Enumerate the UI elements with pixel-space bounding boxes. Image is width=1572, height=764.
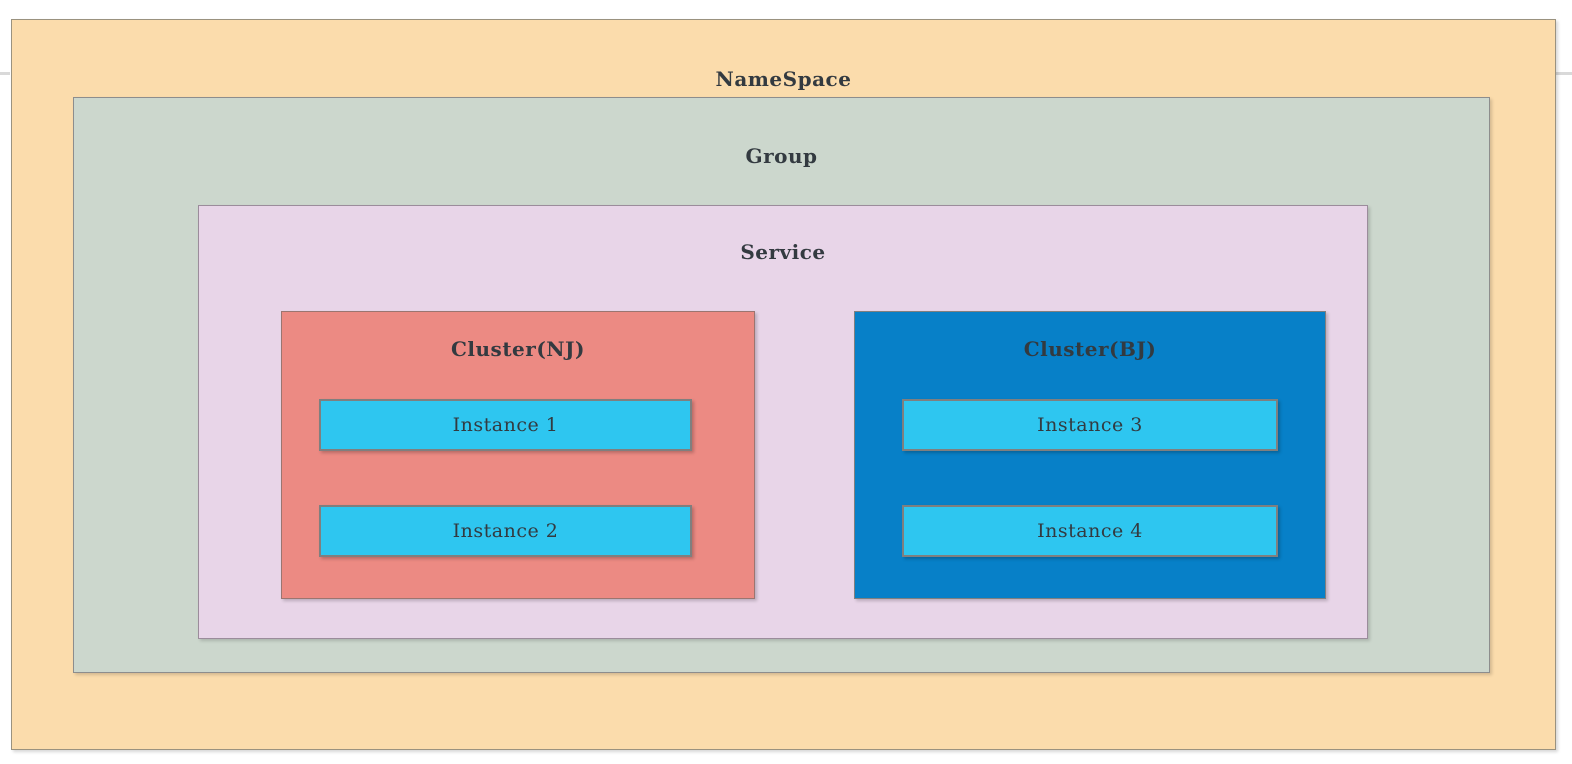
cluster-nj-container[interactable]: Cluster(NJ) Instance 1 Instance 2 (281, 311, 755, 599)
namespace-container[interactable]: NameSpace Group Service Cluster(NJ) Inst… (11, 19, 1556, 750)
instance-1-label: Instance 1 (452, 414, 559, 436)
instance-box-2[interactable]: Instance 2 (319, 505, 692, 557)
cluster-nj-label: Cluster(NJ) (451, 337, 585, 361)
left-edge-tick-marker (0, 72, 10, 75)
service-label: Service (740, 240, 826, 264)
cluster-bj-container[interactable]: Cluster(BJ) Instance 3 Instance 4 (854, 311, 1326, 599)
instance-3-label: Instance 3 (1037, 414, 1143, 436)
cluster-bj-label: Cluster(BJ) (1023, 337, 1157, 361)
instance-4-label: Instance 4 (1037, 520, 1143, 542)
group-container[interactable]: Group Service Cluster(NJ) Instance 1 Ins… (73, 97, 1490, 673)
instance-2-label: Instance 2 (452, 520, 559, 542)
namespace-label: NameSpace (715, 67, 852, 91)
service-container[interactable]: Service Cluster(NJ) Instance 1 Instance … (198, 205, 1368, 639)
instance-box-1[interactable]: Instance 1 (319, 399, 692, 451)
group-label: Group (745, 144, 818, 168)
instance-box-4[interactable]: Instance 4 (902, 505, 1278, 557)
instance-box-3[interactable]: Instance 3 (902, 399, 1278, 451)
